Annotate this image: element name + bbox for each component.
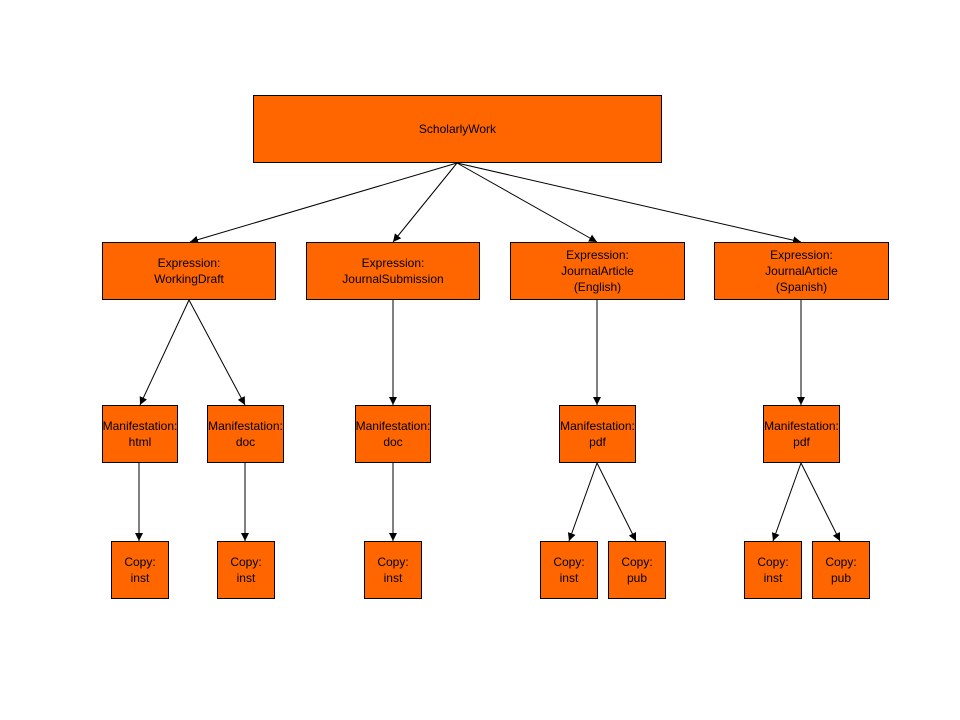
expression-label: Expression:JournalSubmission (342, 256, 444, 286)
expression-label: Expression:WorkingDraft (154, 256, 224, 286)
edge-root-expression-workingdraft (189, 162, 458, 244)
manifestation-label: Manifestation:html (102, 419, 178, 449)
scholarly-work-label: ScholarlyWork (418, 122, 497, 136)
copy-english-pub-node: Copy:pub (608, 541, 666, 599)
copy-doc-inst-node: Copy:inst (217, 541, 275, 599)
copy-label: Copy:pub (825, 555, 857, 585)
edge-workingdraft-manifestation-doc (188, 299, 246, 406)
edge-root-expression-journalarticle-english (456, 162, 598, 243)
manifestation-english-pdf-node: Manifestation:pdf (559, 405, 636, 463)
copy-label: Copy:inst (124, 555, 156, 585)
expression-workingdraft-node: Expression:WorkingDraft (102, 242, 276, 300)
copy-submission-inst-node: Copy:inst (364, 541, 422, 599)
copy-label: Copy:inst (377, 555, 409, 585)
manifestation-label: Manifestation:doc (355, 419, 431, 449)
copy-html-inst-node: Copy:inst (111, 541, 169, 599)
copy-label: Copy:inst (230, 555, 262, 585)
expression-label: Expression:JournalArticle(Spanish) (765, 248, 838, 294)
edge-english-pdf-copy-pub (596, 462, 637, 542)
expression-journalsubmission-node: Expression:JournalSubmission (306, 242, 480, 300)
manifestation-doc-node: Manifestation:doc (207, 405, 284, 463)
copy-label: Copy:inst (757, 555, 789, 585)
manifestation-spanish-pdf-node: Manifestation:pdf (763, 405, 840, 463)
manifestation-submission-doc-node: Manifestation:doc (355, 405, 431, 463)
expression-journalarticle-english-node: Expression:JournalArticle(English) (510, 242, 685, 300)
manifestation-html-node: Manifestation:html (102, 405, 178, 463)
edge-spanish-pdf-copy-inst (771, 462, 802, 542)
copy-spanish-pub-node: Copy:pub (812, 541, 870, 599)
copy-label: Copy:inst (553, 555, 585, 585)
manifestation-label: Manifestation:pdf (764, 419, 839, 449)
edge-workingdraft-manifestation-html (139, 299, 190, 406)
expression-journalarticle-spanish-node: Expression:JournalArticle(Spanish) (714, 242, 889, 300)
edge-root-expression-journalarticle-spanish (456, 162, 802, 245)
expression-label: Expression:JournalArticle(English) (561, 248, 634, 294)
copy-label: Copy:pub (621, 555, 653, 585)
edge-spanish-pdf-copy-pub (800, 462, 841, 542)
manifestation-label: Manifestation:pdf (560, 419, 635, 449)
copy-english-inst-node: Copy:inst (540, 541, 598, 599)
edge-root-expression-journalsubmission (392, 162, 458, 243)
edge-english-pdf-copy-inst (567, 462, 598, 542)
manifestation-label: Manifestation:doc (208, 419, 283, 449)
scholarly-work-node: ScholarlyWork (253, 95, 662, 163)
copy-spanish-inst-node: Copy:inst (744, 541, 802, 599)
